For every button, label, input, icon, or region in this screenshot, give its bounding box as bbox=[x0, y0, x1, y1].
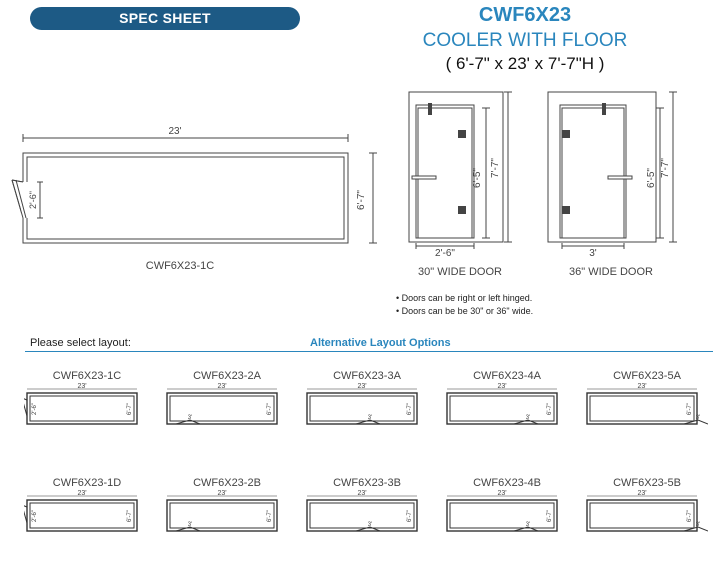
layout-thumbnail-drawing: 23' 6'-7" 2'-6" bbox=[24, 490, 138, 532]
layout-width-label: 23' bbox=[77, 490, 86, 497]
door-elevation-36: 6'-5" 7'-7" 3' bbox=[547, 91, 677, 258]
alternative-layouts-label: Alternative Layout Options bbox=[310, 337, 451, 349]
layout-door-label: 3' bbox=[188, 522, 192, 528]
door30-caption: 30" WIDE DOOR bbox=[418, 266, 502, 278]
layout-width-label: 23' bbox=[637, 383, 646, 390]
layout-door-label: 3' bbox=[526, 415, 530, 421]
layout-thumbnail-drawing: 23' 6'-7" 2'-6" bbox=[24, 383, 138, 425]
layout-thumbnail-drawing: 23' 6'-7" 3' bbox=[166, 383, 278, 425]
layout-depth-label: 6'-7" bbox=[127, 403, 133, 415]
layout-option-title: CWF6X23-1C bbox=[52, 370, 122, 382]
layout-depth-label: 6'-7" bbox=[687, 403, 693, 415]
layout-depth-label: 6'-7" bbox=[547, 403, 553, 415]
layout-depth-label: 6'-7" bbox=[127, 510, 133, 522]
layout-door-label: 3' bbox=[368, 415, 372, 421]
layout-width-label: 23' bbox=[357, 490, 366, 497]
note-item: Doors can be right or left hinged. bbox=[396, 292, 533, 305]
layout-door-label: 3' bbox=[188, 415, 192, 421]
layout-option-title: CWF6X23-1D bbox=[52, 477, 122, 489]
main-depth-label: 6'-7" bbox=[356, 190, 367, 210]
door-elevation-30: 6'-5" 7'-7" 2'-6" bbox=[408, 91, 512, 258]
layout-door-label: 3' bbox=[696, 522, 700, 528]
door30-door-height-label: 6'-5" bbox=[472, 168, 483, 188]
select-layout-label: Please select layout: bbox=[30, 337, 131, 349]
layout-option-title: CWF6X23-4A bbox=[473, 370, 541, 382]
layout-thumbnail-drawing: 23' 6'-7"3' bbox=[586, 490, 708, 532]
layout-option-title: CWF6X23-2A bbox=[193, 370, 261, 382]
layout-width-label: 23' bbox=[357, 383, 366, 390]
layout-thumbnail-drawing: 23' 6'-7" 3' bbox=[166, 490, 278, 532]
section-divider bbox=[25, 351, 713, 352]
product-subtitle: COOLER WITH FLOOR bbox=[422, 30, 628, 51]
overall-dimensions: ( 6'-7" x 23' x 7'-7"H ) bbox=[445, 54, 605, 73]
layout-width-label: 23' bbox=[497, 490, 506, 497]
layout-option-title: CWF6X23-2B bbox=[193, 477, 261, 489]
layout-width-label: 23' bbox=[217, 383, 226, 390]
layout-thumbnail-drawing: 23' 6'-7" 3' bbox=[446, 383, 558, 425]
layout-thumbnail-drawing: 23' 6'-7" 3' bbox=[306, 383, 418, 425]
layout-depth-label: 6'-7" bbox=[267, 510, 273, 522]
layout-door-label: 3' bbox=[368, 522, 372, 528]
layout-option-title: CWF6X23-3A bbox=[333, 370, 401, 382]
door36-door-height-label: 6'-5" bbox=[646, 168, 657, 188]
spec-sheet-banner: SPEC SHEET bbox=[30, 7, 300, 30]
layout-thumbnail-drawing: 23' 6'-7"3' bbox=[586, 383, 708, 425]
note-item: Doors can be be 30" or 36" wide. bbox=[396, 305, 533, 318]
layout-depth-label: 6'-7" bbox=[407, 510, 413, 522]
layout-depth-label: 6'-7" bbox=[687, 510, 693, 522]
layout-door-label: 2'-6" bbox=[32, 510, 38, 522]
door36-caption: 36" WIDE DOOR bbox=[569, 266, 653, 278]
layout-depth-label: 6'-7" bbox=[267, 403, 273, 415]
layout-door-label: 3' bbox=[526, 522, 530, 528]
layout-width-label: 23' bbox=[77, 383, 86, 390]
layout-width-label: 23' bbox=[637, 490, 646, 497]
main-width-label: 23' bbox=[168, 126, 181, 137]
layout-option-title: CWF6X23-5A bbox=[613, 370, 681, 382]
main-door-label: 2'-6" bbox=[28, 191, 38, 209]
layout-width-label: 23' bbox=[497, 383, 506, 390]
layout-door-label: 3' bbox=[696, 415, 700, 421]
layout-depth-label: 6'-7" bbox=[547, 510, 553, 522]
layout-option-title: CWF6X23-3B bbox=[333, 477, 401, 489]
layout-door-label: 2'-6" bbox=[32, 403, 38, 415]
layout-option-title: CWF6X23-5B bbox=[613, 477, 681, 489]
main-floor-plan: 23' 6'-7" 2'-6" bbox=[11, 126, 377, 244]
layout-width-label: 23' bbox=[217, 490, 226, 497]
door36-height-label: 7'-7" bbox=[660, 158, 671, 178]
layout-thumbnail-drawing: 23' 6'-7" 3' bbox=[306, 490, 418, 532]
layout-depth-label: 6'-7" bbox=[407, 403, 413, 415]
layout-option-title: CWF6X23-4B bbox=[473, 477, 541, 489]
main-plan-caption: CWF6X23-1C bbox=[145, 260, 215, 272]
door36-width-label: 3' bbox=[589, 248, 597, 258]
notes-list: Doors can be right or left hinged. Doors… bbox=[396, 292, 533, 318]
model-title: CWF6X23 bbox=[478, 4, 572, 26]
door30-height-label: 7'-7" bbox=[490, 158, 501, 178]
door30-width-label: 2'-6" bbox=[435, 248, 455, 258]
layout-thumbnail-drawing: 23' 6'-7" 3' bbox=[446, 490, 558, 532]
